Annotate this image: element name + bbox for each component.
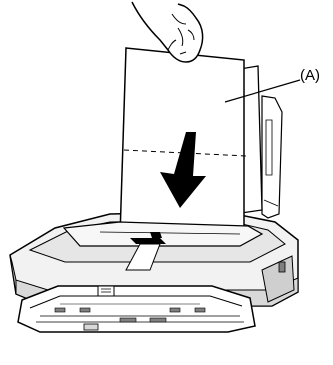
paper-support (262, 96, 282, 218)
paper-sheet (120, 48, 246, 236)
tray-tab (84, 324, 98, 330)
paper-guide (130, 238, 166, 244)
front-button (98, 286, 114, 296)
side-port (279, 262, 285, 272)
output-tray (18, 286, 255, 332)
callout-label-a: (A) (300, 68, 320, 83)
